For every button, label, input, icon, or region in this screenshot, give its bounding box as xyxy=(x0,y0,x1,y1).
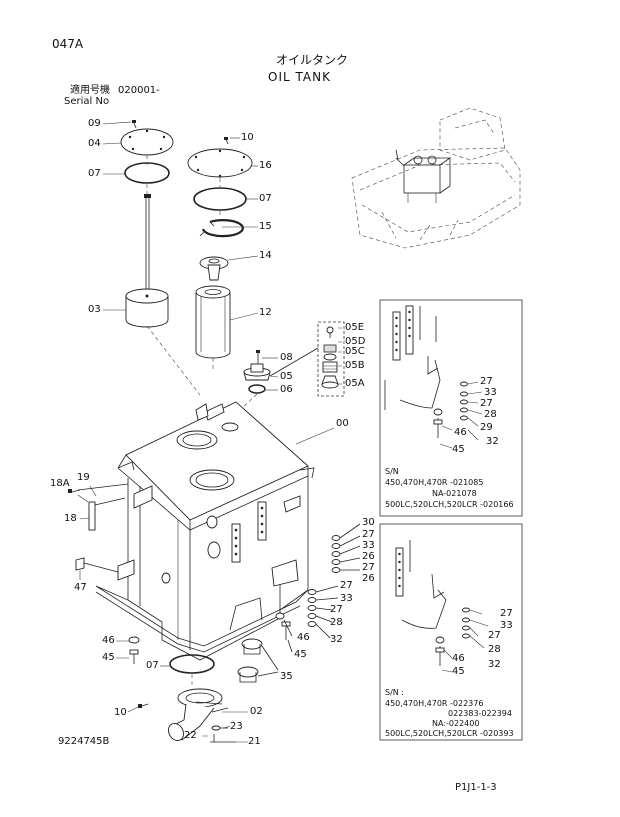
callout: 10 xyxy=(241,132,254,143)
callout: 46 xyxy=(454,427,467,438)
right-fastener-stack xyxy=(195,523,361,713)
detail-b-line1: 450,470H,470R -022376 xyxy=(385,699,484,708)
detail-a-sn: S/N xyxy=(385,467,399,476)
callout: 03 xyxy=(88,304,101,315)
callout: 18A xyxy=(50,478,70,489)
callout: 47 xyxy=(74,582,87,593)
callout: 00 xyxy=(336,418,349,429)
callout: 32 xyxy=(330,634,343,645)
callout: 18 xyxy=(64,513,77,524)
detail-a-line1: 450,470H,470R -021085 xyxy=(385,478,484,487)
callout: 10 xyxy=(114,707,127,718)
detail-b-line2: 022383-022394 xyxy=(448,709,512,718)
breather-parts-box xyxy=(317,321,345,397)
detail-box-a xyxy=(379,299,523,517)
callout: 27 xyxy=(480,398,493,409)
left-bolt-washer xyxy=(128,636,140,664)
callout: 33 xyxy=(500,620,513,631)
column-right-parts xyxy=(146,137,253,396)
detail-a-line2: NA-021078 xyxy=(432,489,477,498)
callout: 30 xyxy=(362,517,375,528)
callout: 26 xyxy=(362,551,375,562)
callout: 28 xyxy=(330,617,343,628)
callout: 22 xyxy=(184,730,197,741)
title-en: OIL TANK xyxy=(268,70,331,84)
callout: 14 xyxy=(259,250,272,261)
page-code: 047A xyxy=(52,37,84,51)
detail-box-b xyxy=(379,523,523,741)
callout: 21 xyxy=(248,736,261,747)
callout: 04 xyxy=(88,138,101,149)
callout: 15 xyxy=(259,221,272,232)
callout: 46 xyxy=(102,635,115,646)
callout: 08 xyxy=(280,352,293,363)
callout: 07 xyxy=(88,168,101,179)
callout: 29 xyxy=(480,422,493,433)
callout: 27 xyxy=(362,529,375,540)
oil-tank-body xyxy=(95,401,315,661)
leader-lines xyxy=(77,121,342,743)
callout: 27 xyxy=(340,580,353,591)
callout: 28 xyxy=(484,409,497,420)
callout: 12 xyxy=(259,307,272,318)
serial-value: 020001- xyxy=(118,85,160,96)
breather-assembly xyxy=(239,347,319,411)
figure-number: 9224745B xyxy=(58,736,110,747)
detail-b-sn: S/N : xyxy=(385,688,404,697)
callout: 32 xyxy=(486,436,499,447)
callout: 26 xyxy=(362,573,375,584)
callout: 35 xyxy=(280,671,293,682)
callout: 45 xyxy=(452,444,465,455)
callout: 27 xyxy=(330,604,343,615)
clamp-parts xyxy=(237,638,279,683)
callout: 32 xyxy=(488,659,501,670)
callout: 19 xyxy=(77,472,90,483)
detail-a-line3: 500LC,520LCH,520LCR -020166 xyxy=(385,500,514,509)
serial-label-en: Serial No xyxy=(64,96,110,107)
callout: 05A xyxy=(345,378,365,389)
footer-code: P1J1-1-3 xyxy=(455,782,497,793)
callout: 07 xyxy=(259,193,272,204)
column-left-parts xyxy=(120,120,174,328)
callout: 45 xyxy=(452,666,465,677)
callout: 27 xyxy=(500,608,513,619)
callout: 07 xyxy=(146,660,159,671)
callout: 45 xyxy=(102,652,115,663)
callout: 16 xyxy=(259,160,272,171)
excavator-location-thumbnail xyxy=(351,107,521,249)
callout: 45 xyxy=(294,649,307,660)
callout: 23 xyxy=(230,721,243,732)
callout: 02 xyxy=(250,706,263,717)
callout: 28 xyxy=(488,644,501,655)
callout: 05B xyxy=(345,360,365,371)
title-jp: オイルタンク xyxy=(276,53,349,67)
detail-b-line4: 500LC,520LCH,520LCR -020393 xyxy=(385,729,514,738)
bottom-outlet-parts xyxy=(138,654,236,743)
callout: 46 xyxy=(297,632,310,643)
callout: 46 xyxy=(452,653,465,664)
detail-b-line3: NA:-022400 xyxy=(432,719,480,728)
left-mounting-items xyxy=(68,483,129,573)
callout: 05D xyxy=(345,336,366,347)
callout: 27 xyxy=(480,376,493,387)
callout: 05C xyxy=(345,346,365,357)
callout: 33 xyxy=(484,387,497,398)
callout: 33 xyxy=(340,593,353,604)
callout: 05 xyxy=(280,371,293,382)
callout: 09 xyxy=(88,118,101,129)
callout: 27 xyxy=(362,562,375,573)
callout: 05E xyxy=(345,322,365,333)
callout: 27 xyxy=(488,630,501,641)
callout: 33 xyxy=(362,540,375,551)
serial-label-jp: 適用号機 xyxy=(70,85,110,96)
callout: 06 xyxy=(280,384,293,395)
